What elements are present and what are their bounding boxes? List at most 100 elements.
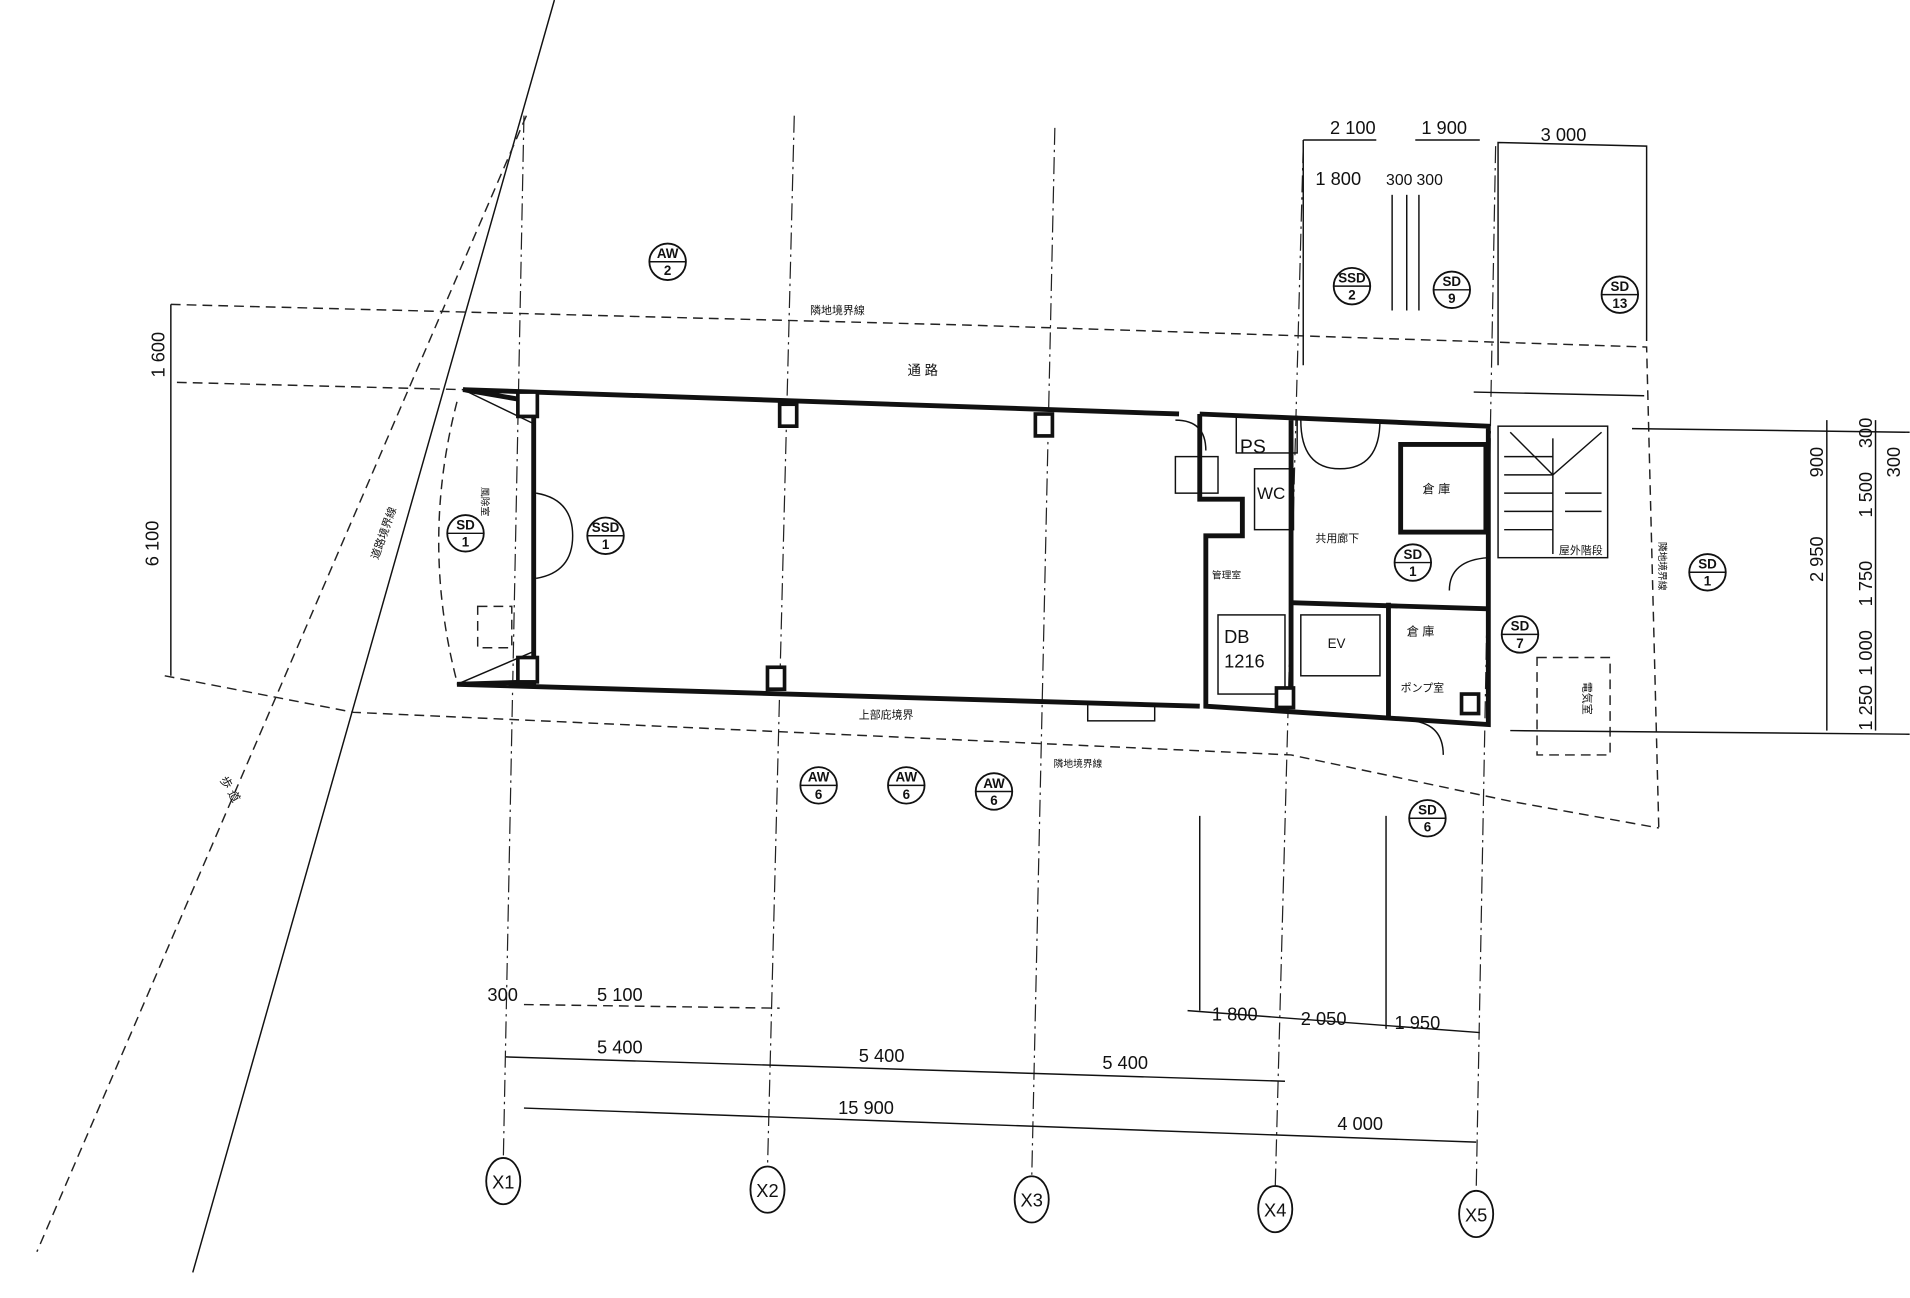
tag-number: 1 xyxy=(602,537,610,552)
road-edge-line xyxy=(192,0,556,1273)
tag-type: AW xyxy=(896,770,918,785)
dim-left-2: 6 100 xyxy=(142,521,163,567)
fitting-tag: SD 13 xyxy=(1600,275,1640,314)
grid-bubble-x3: X3 xyxy=(1013,1175,1050,1224)
dim-top-1: 2 100 xyxy=(1330,117,1376,138)
svg-text:X1: X1 xyxy=(492,1171,514,1192)
dim-right-4: 1 500 xyxy=(1855,472,1876,518)
columns xyxy=(516,390,1481,716)
dim-bottom-7: 4 000 xyxy=(1337,1113,1383,1134)
room-storage-2: 倉 庫 xyxy=(1407,624,1435,639)
label-road-boundary: 道路境界線 xyxy=(368,505,400,561)
tag-number: 2 xyxy=(1348,288,1355,303)
dimension-lines xyxy=(170,139,1910,1143)
dim-bottom-9: 2 050 xyxy=(1301,1008,1347,1029)
room-corridor: 通 路 xyxy=(908,363,939,378)
dim-right-5: 2 950 xyxy=(1806,536,1827,582)
tag-type: SSD xyxy=(1338,270,1366,285)
grid-bubble-x5: X5 xyxy=(1458,1189,1495,1239)
tag-type: SD xyxy=(1698,557,1717,572)
dim-right-6: 1 750 xyxy=(1855,561,1876,607)
svg-text:X5: X5 xyxy=(1465,1204,1487,1225)
tag-type: SD xyxy=(1418,803,1437,818)
room-ps: PS xyxy=(1240,436,1266,458)
dim-bottom-4: 5 400 xyxy=(859,1045,905,1066)
dim-right-7: 1 000 xyxy=(1855,630,1876,676)
stair xyxy=(1497,425,1609,559)
dim-left-1: 1 600 xyxy=(148,332,169,378)
fitting-tag: SSD 1 xyxy=(586,516,625,555)
tag-type: AW xyxy=(657,246,679,261)
room-storage-1: 倉 庫 xyxy=(1423,481,1451,496)
tag-type: SD xyxy=(1511,619,1530,634)
dim-right-2: 300 xyxy=(1855,418,1876,448)
dim-bottom-10: 1 950 xyxy=(1395,1012,1441,1033)
tag-type: AW xyxy=(808,770,830,785)
fitting-tag: SD 1 xyxy=(1688,553,1727,592)
room-wc: WC xyxy=(1257,484,1285,503)
fitting-tag: SD 6 xyxy=(1408,799,1447,838)
fitting-tag: AW 2 xyxy=(648,242,687,281)
fitting-tag: SD 1 xyxy=(446,514,485,553)
tag-number: 6 xyxy=(815,787,822,802)
dim-right-1: 900 xyxy=(1806,447,1827,477)
grid-bubble-x1: X1 xyxy=(485,1157,522,1206)
label-bottom-boundary: 上部庇境界 xyxy=(859,707,914,721)
svg-text:X4: X4 xyxy=(1264,1199,1286,1220)
dim-right-3: 300 xyxy=(1883,447,1904,477)
tag-type: SD xyxy=(1611,279,1630,294)
dim-top-6: 300 xyxy=(1416,172,1443,189)
dim-top-2: 1 900 xyxy=(1421,117,1467,138)
label-right-boundary: 隣地境界線 xyxy=(1656,542,1669,591)
label-sidewalk: 歩 道 xyxy=(217,773,244,804)
tag-number: 1 xyxy=(1704,574,1712,589)
dim-top-5: 300 xyxy=(1386,172,1413,189)
property-line-top xyxy=(170,303,1660,829)
grid-bubble-x4: X4 xyxy=(1257,1185,1294,1234)
room-db-num: 1216 xyxy=(1224,650,1265,671)
tag-number: 7 xyxy=(1516,636,1523,651)
tag-type: SSD xyxy=(592,520,620,535)
tag-type: AW xyxy=(983,776,1005,791)
svg-text:X3: X3 xyxy=(1021,1190,1043,1211)
tag-number: 6 xyxy=(1424,820,1431,835)
tag-type: SD xyxy=(456,518,475,533)
fitting-tag: SD 1 xyxy=(1393,543,1433,582)
tag-number: 2 xyxy=(664,263,671,278)
room-hall: 共用廊下 xyxy=(1315,531,1359,545)
label-top-boundary: 隣地境界線 xyxy=(810,303,865,317)
property-line-bottom xyxy=(164,675,1659,829)
fitting-tag: AW 6 xyxy=(887,766,926,805)
room-office: 管理室 xyxy=(1212,568,1241,581)
grid-bubble-x2: X2 xyxy=(749,1165,786,1214)
dim-bottom-6: 15 900 xyxy=(838,1097,894,1118)
dim-right-8: 1 250 xyxy=(1855,685,1876,731)
dim-bottom-5: 5 400 xyxy=(1102,1052,1148,1073)
tag-type: SD xyxy=(1404,547,1423,562)
room-meter: 電気室 xyxy=(1580,682,1594,715)
tag-number: 9 xyxy=(1448,291,1455,306)
dim-bottom-3: 5 400 xyxy=(597,1036,643,1057)
tag-number: 1 xyxy=(462,535,470,550)
fitting-tag: AW 6 xyxy=(974,772,1014,811)
fitting-tag: AW 6 xyxy=(799,766,838,805)
tag-number: 1 xyxy=(1409,564,1417,579)
fitting-tag: SD 7 xyxy=(1500,615,1540,654)
room-ev: EV xyxy=(1328,636,1346,651)
dim-bottom-1: 300 xyxy=(487,984,517,1005)
tag-number: 6 xyxy=(990,793,997,808)
tag-number: 6 xyxy=(903,787,910,802)
tag-number: 13 xyxy=(1612,296,1627,311)
tag-type: SD xyxy=(1442,274,1461,289)
svg-text:X2: X2 xyxy=(756,1180,778,1201)
dim-bottom-8: 1 800 xyxy=(1212,1003,1258,1024)
room-db: DB xyxy=(1224,626,1249,647)
dim-top-4: 1 800 xyxy=(1315,168,1361,189)
road-boundary-line xyxy=(36,115,528,1253)
room-pump: ポンプ室 xyxy=(1401,681,1444,695)
dim-top-3: 3 000 xyxy=(1541,124,1587,145)
fitting-tag: SD 9 xyxy=(1432,270,1471,309)
room-stair: 屋外階段 xyxy=(1559,543,1603,557)
dim-bottom-2: 5 100 xyxy=(597,984,643,1005)
